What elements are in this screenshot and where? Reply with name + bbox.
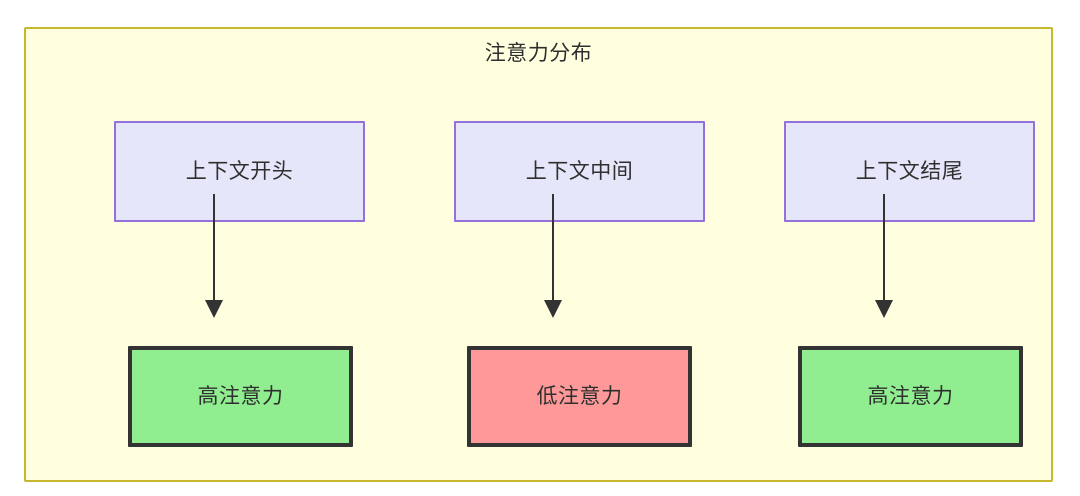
node-attention-end-label: 高注意力 bbox=[867, 384, 954, 408]
node-context-start-label: 上下文开头 bbox=[185, 159, 294, 183]
node-attention-middle-label: 低注意力 bbox=[536, 384, 623, 408]
node-attention-start[interactable]: 高注意力 bbox=[128, 346, 353, 447]
node-attention-middle[interactable]: 低注意力 bbox=[467, 346, 692, 447]
node-context-middle[interactable]: 上下文中间 bbox=[454, 121, 705, 222]
subgraph-title: 注意力分布 bbox=[484, 42, 593, 65]
node-context-end-label: 上下文结尾 bbox=[855, 159, 964, 183]
attention-distribution-subgraph: 注意力分布 上下文开头 高注意力 上下文中间 低注意力 上下文结尾 bbox=[24, 27, 1053, 482]
node-context-end[interactable]: 上下文结尾 bbox=[784, 121, 1035, 222]
node-context-start[interactable]: 上下文开头 bbox=[114, 121, 365, 222]
node-attention-start-label: 高注意力 bbox=[197, 384, 284, 408]
node-attention-end[interactable]: 高注意力 bbox=[798, 346, 1023, 447]
node-context-middle-label: 上下文中间 bbox=[525, 159, 634, 183]
